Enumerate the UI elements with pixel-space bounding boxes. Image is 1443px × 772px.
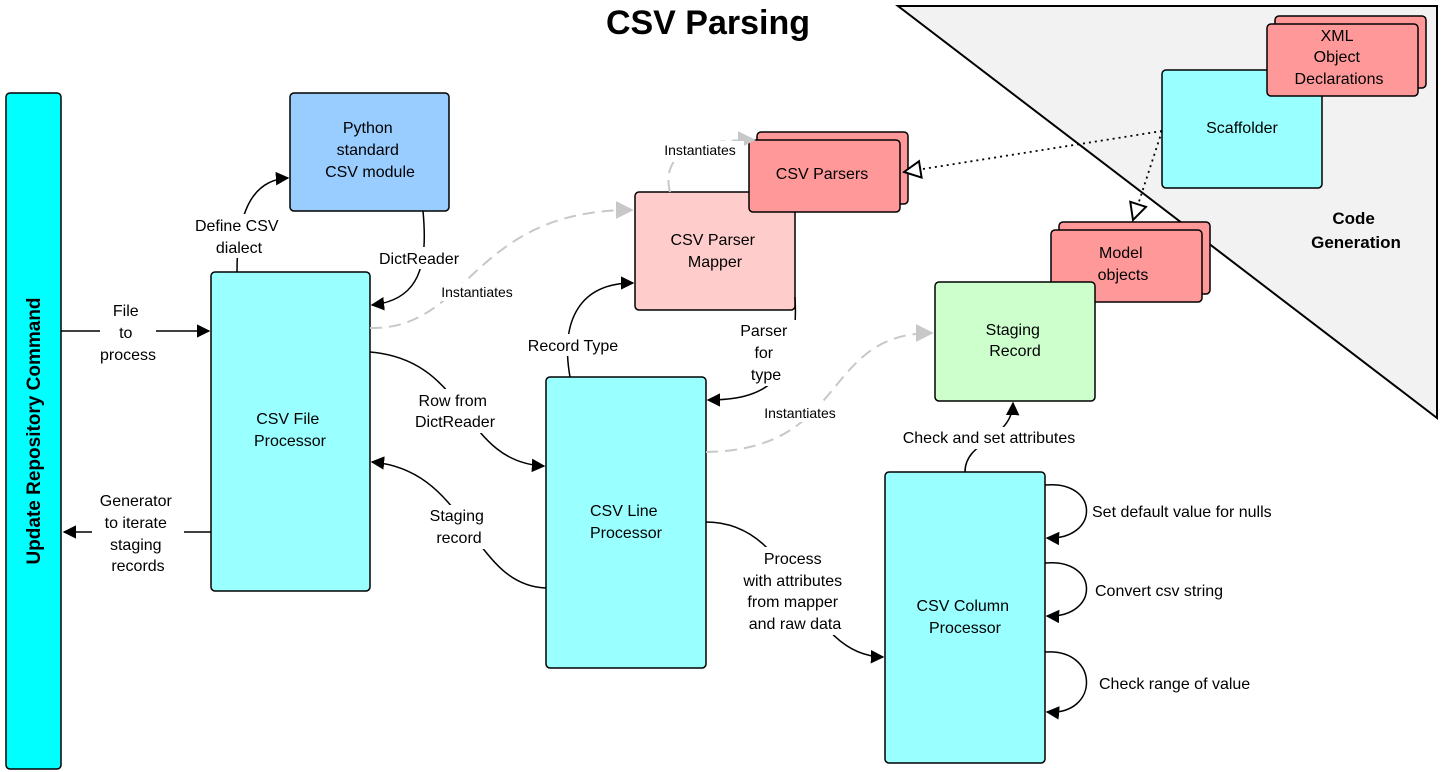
staging-record [934,281,1096,402]
edge-dictreader [370,210,426,311]
label-record-type: Record Type [528,338,619,355]
edge-instantiates-mapper [369,201,634,330]
label-set-default: Set default value for nulls [1092,504,1272,521]
csv-column-processor-label: CSV Column Processor [917,598,1014,637]
label-row-from: Row from DictReader [415,393,496,431]
page-title: CSV Parsing [606,4,810,42]
csv-parser-mapper [634,191,796,311]
label-define-dialect: Define CSV dialect [195,218,283,257]
update-repository-command [5,92,62,770]
csv-parsers-label: CSV Parsers [776,166,868,183]
update-repository-command-label: Update Repository Command [24,297,45,564]
csv-parsers [748,139,901,213]
edge-convert [1044,562,1088,624]
csv-parser-mapper-label: CSV Parser Mapper [671,232,760,271]
label-instantiates-parsers: Instantiates [664,142,736,158]
xml-declarations [1266,23,1419,97]
python-csv-module-label: Python standard CSV module [325,120,415,181]
label-file-to-process: File to process [100,303,156,364]
scaffolder-label: Scaffolder [1206,120,1278,137]
edge-instantiates-staging [705,324,934,453]
python-csv-module [289,92,450,212]
label-process-attrs: Process with attributes from mapper and … [742,551,846,633]
edge-set-default [1044,484,1088,546]
label-generator: Generator to iterate staging records [100,493,177,575]
edge-scaffolder-to-models [1133,130,1163,220]
edge-record-type [566,276,635,378]
scaffolder [1161,69,1323,189]
code-generation-label: Code Generation [1311,209,1401,252]
label-instantiates-staging: Instantiates [764,405,836,421]
label-dictreader: DictReader [379,251,460,268]
model-objects-label: Model objects [1098,245,1149,284]
label-staging-back: Staging record [430,508,489,547]
label-check-range: Check range of value [1099,676,1250,693]
csv-line-processor [545,376,707,669]
csv-file-processor-label: CSV File Processor [254,411,327,450]
xml-declarations-label: XML Object Declarations [1295,28,1384,88]
csv-column-processor [884,471,1046,764]
edge-check-range [1044,651,1088,720]
edge-scaffolder-to-parsers [904,130,1163,172]
label-instantiates-mapper: Instantiates [441,284,513,300]
label-parser-for-type: Parser for type [740,323,792,384]
csv-file-processor [210,271,371,592]
staging-record-label: Staging Record [986,322,1045,360]
csv-line-processor-label: CSV Line Processor [590,503,663,542]
label-check-set: Check and set attributes [903,430,1076,447]
label-convert: Convert csv string [1095,583,1223,600]
